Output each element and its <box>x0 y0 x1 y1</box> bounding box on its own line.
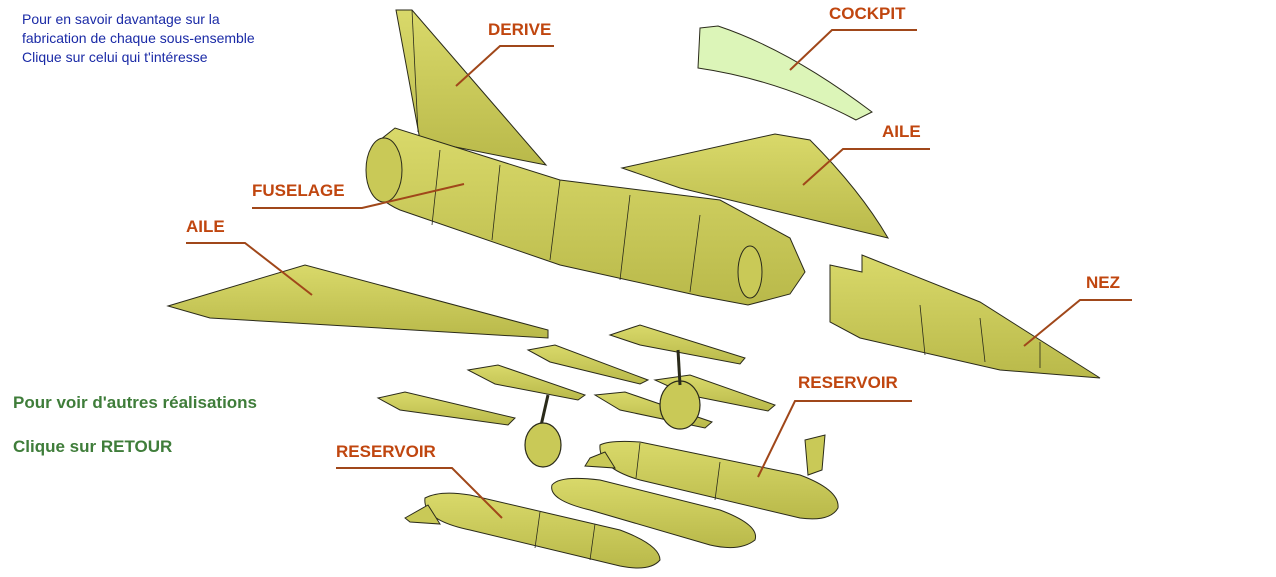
missile-part[interactable] <box>376 324 776 429</box>
label-aile-left[interactable]: AILE <box>186 217 225 236</box>
label-nez[interactable]: NEZ <box>1086 273 1120 292</box>
label-cockpit[interactable]: COCKPIT <box>829 4 906 23</box>
leader-line-reservoir-left <box>336 467 503 519</box>
fin-part[interactable] <box>395 9 548 166</box>
nose-part[interactable] <box>829 254 1101 379</box>
leader-line-fuselage <box>252 183 465 209</box>
label-aile-right[interactable]: AILE <box>882 122 921 141</box>
label-reservoir-left[interactable]: RESERVOIR <box>336 442 436 461</box>
instruction-line-3: Clique sur celui qui t'intéresse <box>22 49 208 65</box>
wing-left-part[interactable] <box>166 264 549 339</box>
landing-gear-part[interactable] <box>524 349 826 476</box>
other-work-text: Pour voir d'autres réalisations <box>13 393 258 412</box>
retour-hint-text[interactable]: Clique sur RETOUR <box>13 437 173 456</box>
leader-lines <box>186 29 1132 519</box>
leader-line-aile-left <box>186 242 313 296</box>
leader-line-reservoir-right <box>757 400 912 478</box>
leader-line-derive <box>455 45 554 87</box>
instruction-text: Pour en savoir davantage sur la fabricat… <box>22 10 255 67</box>
wing-right-part[interactable] <box>620 133 890 239</box>
label-fuselage[interactable]: FUSELAGE <box>252 181 345 200</box>
leader-line-aile-right <box>802 148 930 186</box>
leader-line-nez <box>1023 299 1132 347</box>
fuel-tank-right-part[interactable] <box>584 440 839 520</box>
fuselage-part[interactable] <box>365 127 806 306</box>
leader-line-cockpit <box>789 29 917 71</box>
instruction-line-1: Pour en savoir davantage sur la <box>22 11 220 27</box>
label-reservoir-right[interactable]: RESERVOIR <box>798 373 898 392</box>
instruction-line-2: fabrication de chaque sous-ensemble <box>22 30 255 46</box>
canopy-part[interactable] <box>697 25 873 121</box>
label-derive[interactable]: DERIVE <box>488 20 552 39</box>
fuel-tank-left-part[interactable] <box>404 492 661 569</box>
fuel-tank-middle-part[interactable] <box>551 477 757 549</box>
